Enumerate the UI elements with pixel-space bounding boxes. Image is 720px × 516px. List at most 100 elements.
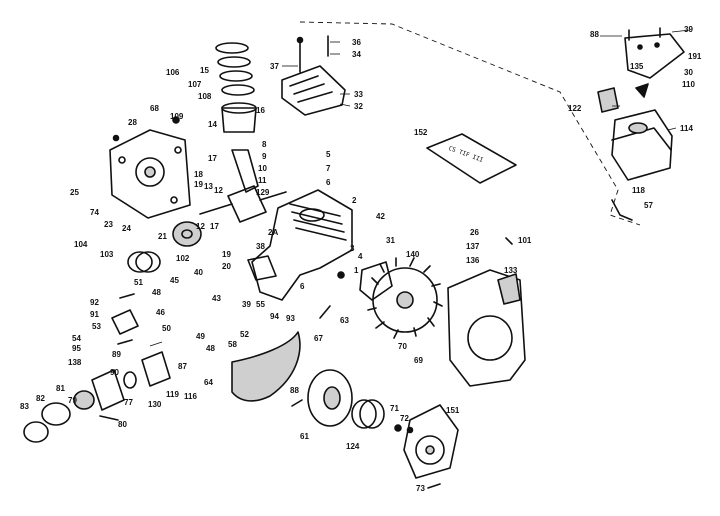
callout-14: 14 <box>208 120 217 129</box>
callout-107: 107 <box>188 80 202 89</box>
callout-21: 21 <box>158 232 167 241</box>
callout-119: 119 <box>166 390 179 399</box>
callout-19-b: 19 <box>222 250 231 259</box>
callout-92: 92 <box>90 298 99 307</box>
callout-108: 108 <box>198 92 212 101</box>
callout-95: 95 <box>72 344 81 353</box>
callout-53: 53 <box>92 322 101 331</box>
callout-69: 69 <box>414 356 423 365</box>
flywheel <box>367 257 443 339</box>
callout-52: 52 <box>240 330 249 339</box>
callout-138: 138 <box>68 358 82 367</box>
callout-61: 61 <box>300 432 309 441</box>
callout-104: 104 <box>74 240 88 249</box>
callout-106: 106 <box>166 68 180 77</box>
callout-45: 45 <box>170 276 179 285</box>
air-cleaner-bracket <box>624 27 685 79</box>
callout-81: 81 <box>56 384 65 393</box>
camshaft-gear <box>172 221 202 247</box>
callout-64: 64 <box>204 378 213 387</box>
callout-67: 67 <box>314 334 323 343</box>
callout-50: 50 <box>162 324 171 333</box>
callout-70: 70 <box>398 342 407 351</box>
callout-191: 191 <box>688 52 702 61</box>
callout-151: 151 <box>446 406 460 415</box>
small-hardware <box>99 116 513 489</box>
governor-lever <box>247 255 277 281</box>
callout-7: 7 <box>326 164 331 173</box>
callout-140: 140 <box>406 250 420 259</box>
callout-118: 118 <box>632 186 645 195</box>
callout-63: 63 <box>340 316 349 325</box>
callout-129: 129 <box>256 188 270 197</box>
callout-8: 8 <box>262 140 267 149</box>
starter-ring <box>351 399 385 429</box>
callout-77: 77 <box>124 398 133 407</box>
callout-49: 49 <box>196 332 205 341</box>
crankcase-cover <box>109 129 191 219</box>
callout-1: 1 <box>354 266 359 275</box>
instruction-booklet <box>426 133 517 184</box>
callout-36: 36 <box>352 38 361 47</box>
callout-91: 91 <box>90 310 99 319</box>
callout-110: 110 <box>682 80 695 89</box>
callout-114: 114 <box>680 124 693 133</box>
callout-32: 32 <box>354 102 363 111</box>
callout-130: 130 <box>148 400 162 409</box>
starter-cup <box>307 369 353 427</box>
callout-74: 74 <box>90 208 99 217</box>
callout-11: 11 <box>258 176 267 185</box>
callout-18: 18 <box>194 170 203 179</box>
callout-79: 79 <box>68 396 77 405</box>
callout-137: 137 <box>466 242 480 251</box>
callout-26: 26 <box>470 228 479 237</box>
callout-2a: 2A <box>268 228 279 237</box>
callout-28: 28 <box>128 118 137 127</box>
callout-109: 109 <box>170 112 184 121</box>
callout-90: 90 <box>110 368 119 377</box>
callout-54: 54 <box>72 334 81 343</box>
crankshaft <box>199 185 287 223</box>
callout-72: 72 <box>400 414 409 423</box>
callout-34: 34 <box>352 50 361 59</box>
callout-94: 94 <box>270 312 279 321</box>
reference-dash-line <box>299 21 641 226</box>
callout-17-b: 17 <box>210 222 219 231</box>
callout-93: 93 <box>286 314 295 323</box>
callout-51: 51 <box>134 278 143 287</box>
ignition-coil <box>359 261 393 301</box>
callout-12: 12 <box>214 186 223 195</box>
callout-2: 2 <box>352 196 357 205</box>
callout-48-b: 48 <box>206 344 215 353</box>
callout-10: 10 <box>258 164 267 173</box>
callout-42: 42 <box>376 212 385 221</box>
callout-17: 17 <box>208 154 217 163</box>
callout-82: 82 <box>36 394 45 403</box>
callout-48: 48 <box>152 288 161 297</box>
callout-102: 102 <box>176 254 190 263</box>
callout-124: 124 <box>346 442 360 451</box>
callout-20: 20 <box>222 262 231 271</box>
callout-6: 6 <box>326 178 331 187</box>
connecting-rod <box>231 149 259 193</box>
callout-101: 101 <box>518 236 532 245</box>
callout-43: 43 <box>212 294 221 303</box>
callout-122: 122 <box>568 104 582 113</box>
callout-83: 83 <box>20 402 29 411</box>
callout-103: 103 <box>100 250 114 259</box>
callout-38: 38 <box>256 242 265 251</box>
callout-116: 116 <box>184 392 197 401</box>
callout-16: 16 <box>256 106 265 115</box>
callout-71: 71 <box>390 404 399 413</box>
callout-3: 3 <box>350 244 355 253</box>
oil-base-gasket <box>231 331 301 402</box>
callout-37: 37 <box>270 62 279 71</box>
callout-39: 39 <box>684 25 693 34</box>
callout-133: 133 <box>504 266 518 275</box>
callout-89: 89 <box>112 350 121 359</box>
callout-57: 57 <box>644 201 653 210</box>
callout-25: 25 <box>70 188 79 197</box>
callout-136: 136 <box>466 256 480 265</box>
